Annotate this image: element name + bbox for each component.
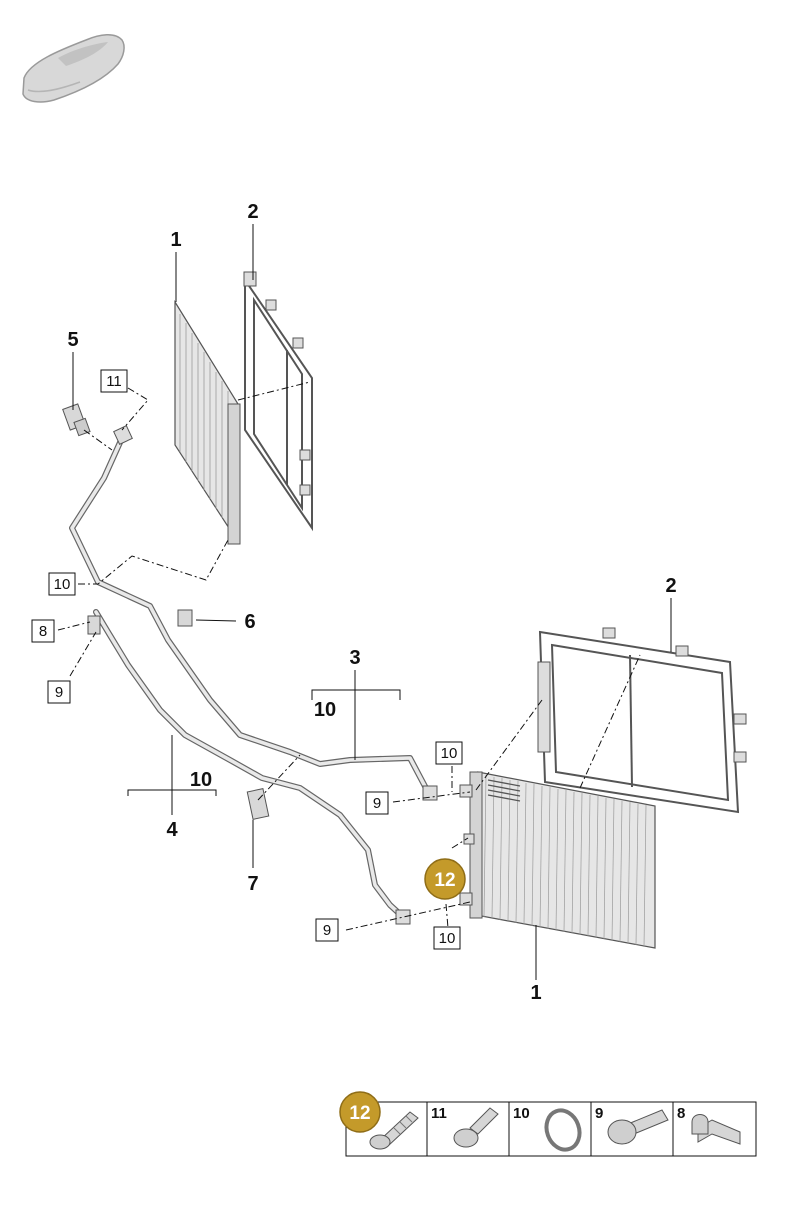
bolt-icon [607,1109,669,1145]
refrigerant-line-3 [69,425,438,801]
svg-text:12: 12 [434,870,455,891]
callout-box-9-a: 9 [47,680,71,704]
callout-box-10-a: 10 [48,572,76,596]
callout-1-bottom: 1 [530,982,541,1004]
holder-6 [177,609,193,627]
clip-8 [87,615,101,635]
screw-icon [369,1111,419,1150]
callout-3: 3 [349,647,360,669]
svg-text:10: 10 [441,745,458,762]
svg-text:8: 8 [39,623,47,640]
upper-frame [243,271,313,532]
callout-10-bracket-3: 10 [314,699,336,721]
callout-6: 6 [244,611,255,633]
legend-item-9: 9 [595,1105,669,1145]
lower-condenser [459,771,656,949]
callout-7: 7 [247,873,258,895]
parts-legend: 12 11 10 [339,1091,757,1157]
svg-text:10: 10 [513,1105,530,1122]
clip-icon [691,1114,741,1145]
callout-4: 4 [166,819,178,841]
upper-condenser [174,299,241,545]
callout-box-10-c: 10 [435,741,463,765]
svg-text:9: 9 [323,922,331,939]
callout-2-top: 2 [247,201,258,223]
svg-text:10: 10 [54,576,71,593]
callout-badge-12: 12 [424,858,466,900]
svg-text:10: 10 [439,930,456,947]
callout-1-top: 1 [170,229,181,251]
callout-2-right: 2 [665,575,676,597]
refrigerant-line-4 [93,609,411,925]
lower-frame [537,627,747,814]
callout-box-8: 8 [31,619,55,643]
callout-box-9-b: 9 [365,791,389,815]
car-thumbnail-icon [22,34,125,103]
legend-item-8: 8 [677,1105,741,1145]
svg-text:11: 11 [106,373,122,390]
callout-box-11: 11 [100,369,128,393]
legend-item-10: 10 [513,1105,582,1152]
svg-text:8: 8 [677,1105,685,1122]
bolt-icon [453,1107,499,1148]
o-ring-icon [544,1108,582,1152]
callout-box-10-e: 10 [433,926,461,950]
callout-10-bracket-4: 10 [190,769,212,791]
svg-text:9: 9 [595,1105,603,1122]
svg-text:12: 12 [349,1103,370,1124]
callout-5: 5 [67,329,78,351]
holder-7 [246,788,270,820]
svg-text:9: 9 [55,684,63,701]
legend-item-12: 12 [339,1091,419,1150]
legend-item-11: 11 [431,1105,499,1148]
svg-text:9: 9 [373,795,381,812]
svg-text:11: 11 [431,1105,447,1122]
callout-box-9-c: 9 [315,918,339,942]
